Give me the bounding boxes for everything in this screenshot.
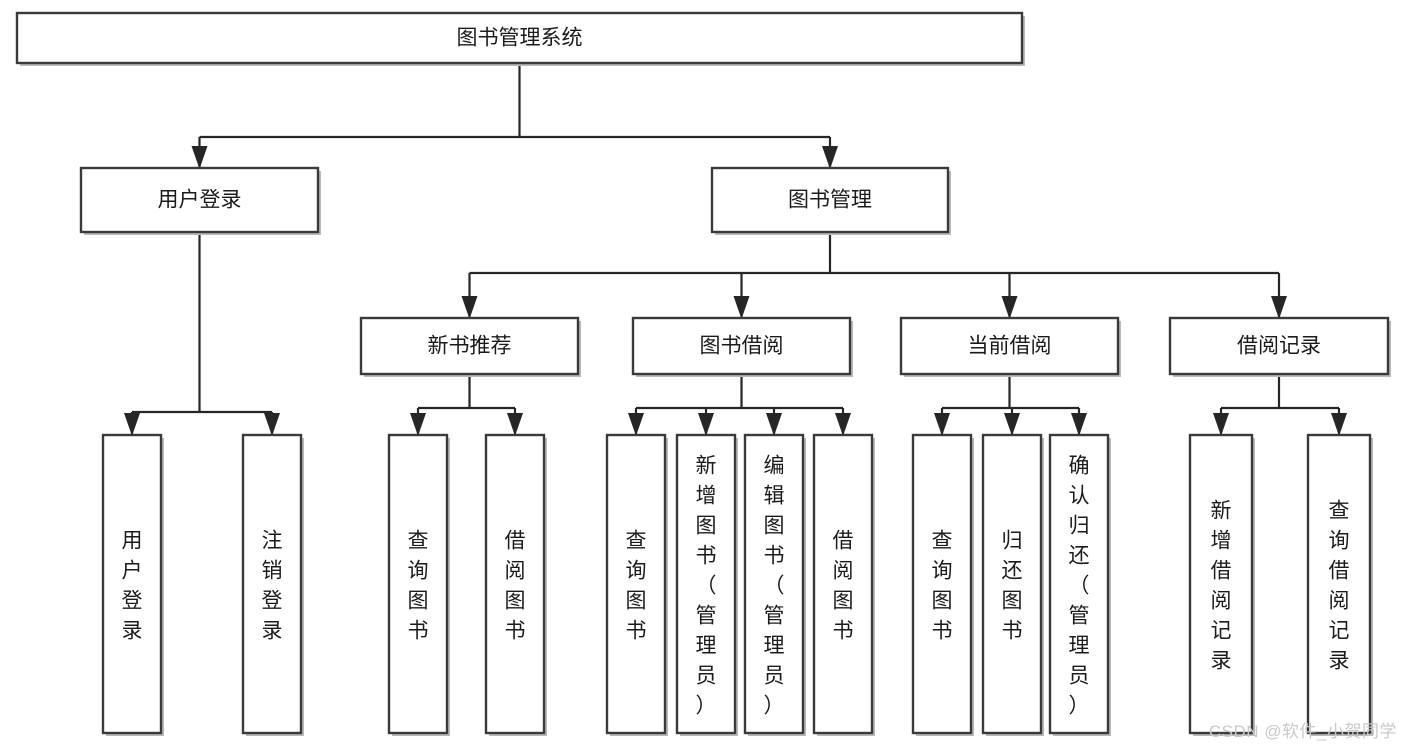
node-label: 借阅图书 — [505, 529, 526, 642]
node-label: 新增图书（管理员） — [696, 454, 717, 717]
node-box[interactable] — [899, 316, 1120, 376]
node-box[interactable] — [387, 433, 449, 735]
node-label: 图书管理系统 — [457, 27, 583, 50]
arrow-head — [410, 413, 426, 436]
node-r_add[interactable]: 新增借阅记录 — [1188, 433, 1255, 736]
node-label: 查询借阅记录 — [1329, 499, 1350, 672]
arrow-head — [822, 146, 838, 169]
node-b_add[interactable]: 新增图书（管理员） — [675, 433, 738, 736]
node-box[interactable] — [1306, 433, 1372, 735]
arrow-head — [264, 413, 280, 436]
node-c_return[interactable]: 归还图书 — [981, 433, 1044, 736]
node-box[interactable] — [1188, 433, 1254, 735]
node-l_logout[interactable]: 注销登录 — [241, 433, 304, 736]
node-box[interactable] — [631, 316, 852, 376]
arrow-head — [191, 146, 208, 169]
node-label: 查询图书 — [408, 529, 429, 642]
node-box[interactable] — [743, 433, 805, 735]
node-b_query[interactable]: 查询图书 — [605, 433, 668, 736]
edge-group-borrow — [628, 374, 851, 436]
node-label: 图书管理 — [788, 189, 872, 212]
node-borrow[interactable]: 图书借阅 — [631, 316, 853, 377]
node-box[interactable] — [241, 433, 303, 735]
arrow-head — [766, 413, 782, 436]
node-newbook[interactable]: 新书推荐 — [359, 316, 581, 377]
node-label: 新增借阅记录 — [1211, 499, 1232, 672]
node-box[interactable] — [911, 433, 973, 735]
node-l_login[interactable]: 用户登录 — [101, 433, 164, 736]
arrow-head — [1331, 413, 1347, 436]
node-box[interactable] — [359, 316, 580, 376]
edge-group-record — [1213, 374, 1347, 436]
arrow-head — [628, 413, 644, 436]
arrow-head — [934, 413, 950, 436]
node-box[interactable] — [79, 166, 320, 234]
node-root[interactable]: 图书管理系统 — [15, 11, 1025, 66]
node-box[interactable] — [710, 166, 950, 234]
node-box[interactable] — [101, 433, 163, 735]
node-box[interactable] — [484, 433, 546, 735]
node-layer: 图书管理系统用户登录图书管理新书推荐图书借阅当前借阅借阅记录用户登录注销登录查询… — [15, 11, 1391, 736]
node-label: 用户登录 — [122, 529, 143, 642]
node-record[interactable]: 借阅记录 — [1168, 316, 1391, 377]
node-label: 确认归还（管理员） — [1069, 454, 1090, 717]
node-n_query[interactable]: 查询图书 — [387, 433, 450, 736]
node-label: 编辑图书（管理员） — [764, 454, 785, 717]
node-box[interactable] — [1048, 433, 1110, 735]
node-box[interactable] — [605, 433, 667, 735]
arrow-head — [698, 413, 714, 436]
node-b_edit[interactable]: 编辑图书（管理员） — [743, 433, 806, 736]
arrow-head — [835, 413, 851, 436]
node-label: 用户登录 — [158, 189, 242, 212]
node-login[interactable]: 用户登录 — [79, 166, 321, 235]
edge-group-newbook — [410, 374, 523, 436]
edge-group-root — [191, 63, 838, 169]
node-box[interactable] — [1168, 316, 1390, 376]
arrow-head — [507, 413, 523, 436]
node-label: 借阅图书 — [833, 529, 854, 642]
node-label: 查询图书 — [932, 529, 953, 642]
node-label: 归还图书 — [1002, 529, 1023, 642]
node-label: 借阅记录 — [1237, 335, 1321, 358]
node-label: 图书借阅 — [700, 335, 784, 358]
edge-group-login — [124, 232, 280, 436]
node-label: 新书推荐 — [428, 335, 512, 358]
node-box[interactable] — [675, 433, 737, 735]
node-b_borrow[interactable]: 借阅图书 — [812, 433, 875, 736]
arrow-head — [1001, 296, 1018, 319]
node-c_query[interactable]: 查询图书 — [911, 433, 974, 736]
node-r_query[interactable]: 查询借阅记录 — [1306, 433, 1373, 736]
arrow-head — [124, 413, 140, 436]
node-box[interactable] — [981, 433, 1043, 735]
node-label: 当前借阅 — [968, 335, 1052, 358]
node-bookmgmt[interactable]: 图书管理 — [710, 166, 951, 235]
arrow-head — [733, 296, 750, 319]
node-c_confirm[interactable]: 确认归还（管理员） — [1048, 433, 1111, 736]
node-box[interactable] — [812, 433, 874, 735]
node-current[interactable]: 当前借阅 — [899, 316, 1121, 377]
node-box[interactable] — [15, 11, 1024, 65]
arrow-head — [1004, 413, 1020, 436]
node-label: 注销登录 — [262, 529, 283, 642]
edge-group-current — [934, 374, 1087, 436]
node-n_borrow[interactable]: 借阅图书 — [484, 433, 547, 736]
arrow-head — [1271, 296, 1287, 319]
arrow-head — [1213, 413, 1229, 436]
arrow-head — [1071, 413, 1087, 436]
edge-layer — [124, 63, 1347, 436]
edge-group-bookmgmt — [461, 232, 1287, 319]
arrow-head — [461, 296, 478, 319]
node-label: 查询图书 — [626, 529, 647, 642]
